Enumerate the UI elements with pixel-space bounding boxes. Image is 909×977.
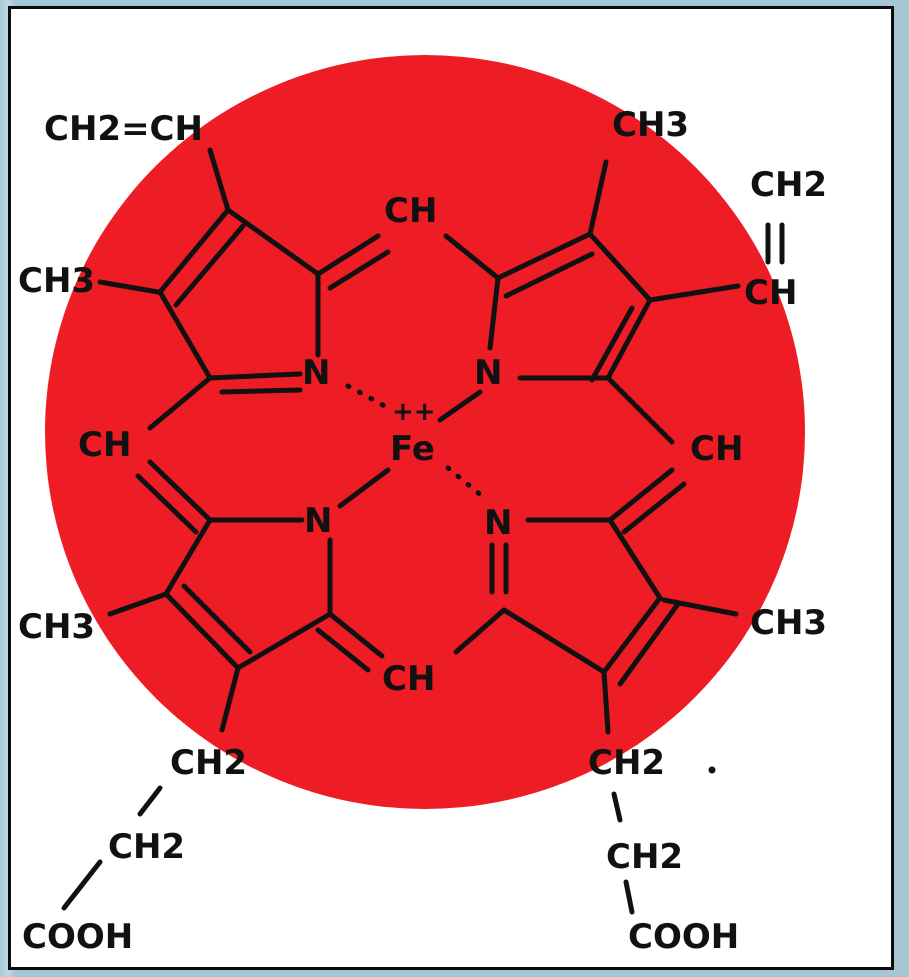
- ch2-chain-right-1-label: CH2: [588, 743, 665, 783]
- red-disc: [45, 55, 805, 809]
- bond-lines: [61, 147, 785, 915]
- ch3-left-label: CH3: [18, 261, 95, 301]
- fe-label: Fe: [390, 429, 435, 469]
- ch-top-bridge-label: CH: [384, 191, 437, 231]
- fe-charge-label: ++: [392, 397, 436, 427]
- dot-mark: [708, 766, 716, 774]
- ch2-chain-right-2-label: CH2: [606, 837, 683, 877]
- cooh-right-label: COOH: [628, 917, 739, 957]
- n-lower-right-label: N: [484, 503, 512, 543]
- vinyl-left-label: CH2=CH: [44, 109, 203, 149]
- ch-vinyl-right-label: CH: [744, 273, 797, 313]
- cooh-left-label: COOH: [22, 917, 133, 957]
- ch3-top-right-label: CH3: [612, 105, 689, 145]
- ch-bottom-bridge-label: CH: [382, 659, 435, 699]
- ch2-label: CH2=CH: [44, 109, 203, 149]
- ch2-chain-left-1-label: CH2: [170, 743, 247, 783]
- ch3-lower-right-label: CH3: [750, 603, 827, 643]
- n-upper-right-label: N: [474, 353, 502, 393]
- ch-left-bridge-label: CH: [78, 425, 131, 465]
- ch2-chain-left-2-label: CH2: [108, 827, 185, 867]
- ch3-lower-left-label: CH3: [18, 607, 95, 647]
- ch-right-bridge-label: CH: [690, 429, 743, 469]
- ch2-vinyl-right-label: CH2: [750, 165, 827, 205]
- n-upper-left-label: N: [302, 353, 330, 393]
- n-lower-left-label: N: [304, 501, 332, 541]
